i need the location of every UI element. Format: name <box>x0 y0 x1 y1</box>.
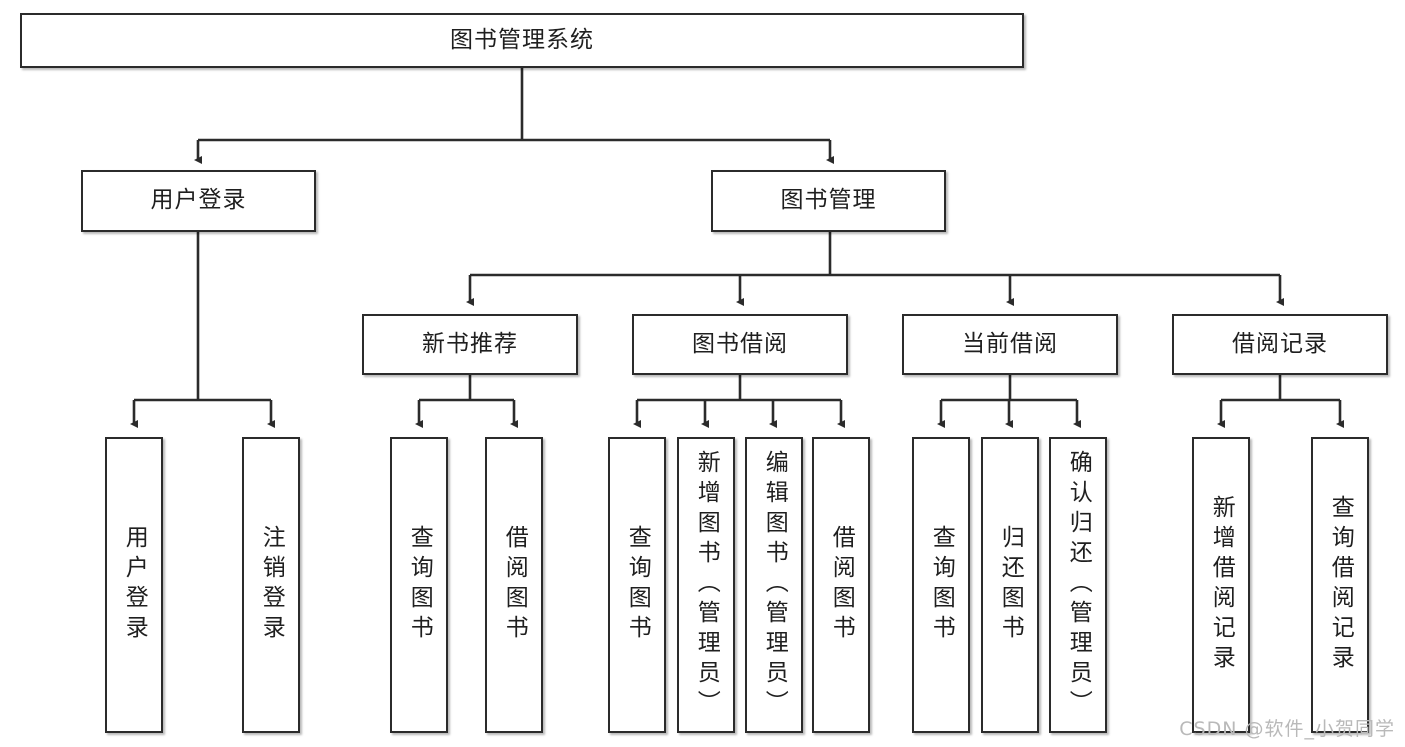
node-label: 新书推荐 <box>422 330 518 357</box>
node-label: 查询图书 <box>624 525 651 645</box>
node-new-book-recommend[interactable]: 新书推荐 <box>362 314 578 375</box>
node-label: 新增图书（管理员） <box>693 450 720 720</box>
node-leaf-add-book[interactable]: 新增图书（管理员） <box>677 437 735 733</box>
node-leaf-query-borrow-record[interactable]: 查询借阅记录 <box>1311 437 1369 733</box>
node-label: 查询图书 <box>928 525 955 645</box>
node-book-borrow[interactable]: 图书借阅 <box>632 314 848 375</box>
node-root-book-management-system[interactable]: 图书管理系统 <box>20 13 1024 68</box>
node-leaf-user-login[interactable]: 用户登录 <box>105 437 163 733</box>
node-label: 确认归还（管理员） <box>1065 450 1092 720</box>
node-leaf-query-book-1[interactable]: 查询图书 <box>390 437 448 733</box>
node-label: 编辑图书（管理员） <box>761 450 788 720</box>
node-label: 当前借阅 <box>962 330 1058 357</box>
node-leaf-add-borrow-record[interactable]: 新增借阅记录 <box>1192 437 1250 733</box>
node-leaf-query-book-3[interactable]: 查询图书 <box>912 437 970 733</box>
node-label: 查询借阅记录 <box>1327 495 1354 675</box>
node-label: 图书管理系统 <box>450 26 594 53</box>
node-label: 借阅记录 <box>1232 330 1328 357</box>
node-leaf-query-book-2[interactable]: 查询图书 <box>608 437 666 733</box>
node-label: 新增借阅记录 <box>1208 495 1235 675</box>
node-leaf-return-book[interactable]: 归还图书 <box>981 437 1039 733</box>
node-label: 图书管理 <box>780 187 877 214</box>
node-label: 注销登录 <box>258 525 285 645</box>
node-label: 图书借阅 <box>692 330 788 357</box>
node-leaf-confirm-return[interactable]: 确认归还（管理员） <box>1049 437 1107 733</box>
node-book-management[interactable]: 图书管理 <box>711 170 946 232</box>
node-label: 归还图书 <box>997 525 1024 645</box>
node-leaf-edit-book[interactable]: 编辑图书（管理员） <box>745 437 803 733</box>
node-current-borrow[interactable]: 当前借阅 <box>902 314 1118 375</box>
node-leaf-logout[interactable]: 注销登录 <box>242 437 300 733</box>
node-borrow-record[interactable]: 借阅记录 <box>1172 314 1388 375</box>
node-label: 用户登录 <box>121 525 148 645</box>
node-label: 借阅图书 <box>501 525 528 645</box>
csdn-watermark: CSDN @软件_小贺同学 <box>1179 718 1395 740</box>
node-label: 借阅图书 <box>828 525 855 645</box>
node-label: 查询图书 <box>406 525 433 645</box>
node-leaf-borrow-book-1[interactable]: 借阅图书 <box>485 437 543 733</box>
node-leaf-borrow-book-2[interactable]: 借阅图书 <box>812 437 870 733</box>
node-label: 用户登录 <box>150 187 247 214</box>
node-user-login[interactable]: 用户登录 <box>81 170 316 232</box>
